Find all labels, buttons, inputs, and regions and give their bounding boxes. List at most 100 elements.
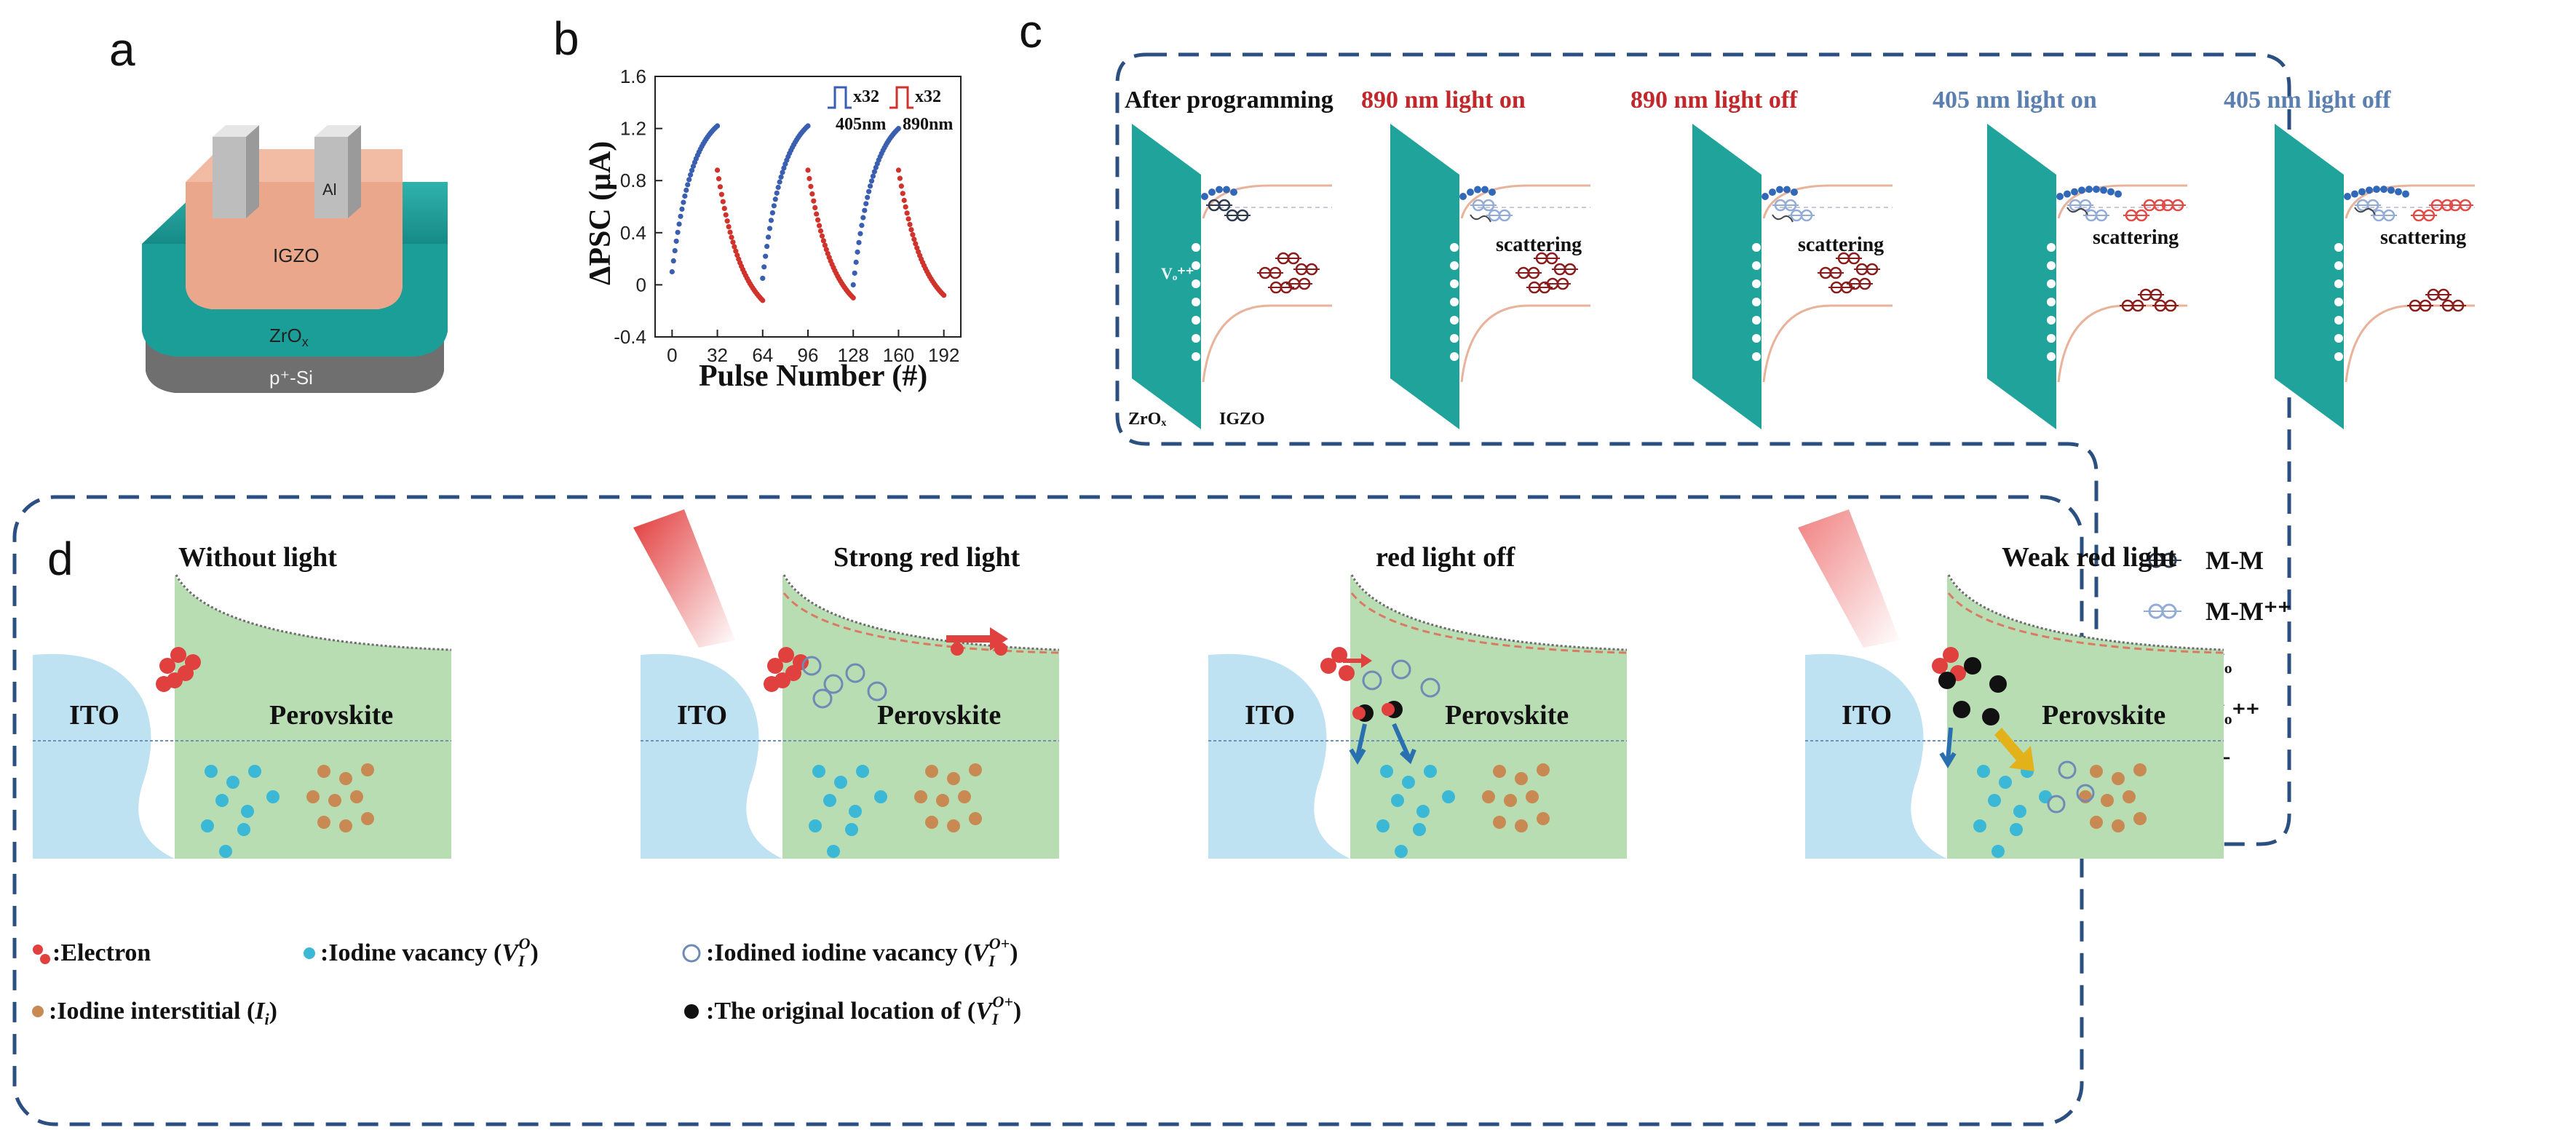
vo-pair — [2425, 288, 2452, 301]
shifted-band-edge — [1947, 592, 2224, 654]
data-point-405nm — [683, 187, 689, 194]
iodine-interstitial — [1515, 819, 1528, 832]
valence-band — [1762, 304, 1893, 383]
vacancy-site — [1450, 352, 1459, 361]
electron — [2344, 193, 2351, 200]
legend-interstitial: :Iodine interstitial (Ii) — [32, 998, 277, 1028]
data-point-890nm — [724, 218, 730, 224]
data-point-890nm — [732, 244, 737, 250]
data-point-890nm — [716, 176, 722, 182]
data-point-405nm — [714, 123, 721, 129]
down-arrow-icon — [1939, 727, 1957, 768]
iodine-vacancy — [834, 776, 847, 789]
legend-label-mm: M-M — [2206, 546, 2264, 575]
iodine-interstitial — [1537, 763, 1550, 776]
panel-b-letter: b — [553, 12, 579, 65]
y-ticks: -0.400.40.81.21.6 — [614, 65, 662, 348]
vacancy-site — [1752, 334, 1761, 343]
data-point-405nm — [868, 178, 875, 184]
data-point-405nm — [672, 247, 678, 254]
data-point-405nm — [685, 182, 691, 188]
data-point-890nm — [730, 239, 736, 245]
migration-arrow-icon — [1994, 728, 2034, 771]
vopp-pair — [2160, 199, 2186, 212]
pulse-icon-405 — [828, 86, 852, 109]
data-point-405nm — [760, 275, 766, 282]
vo-pair — [1836, 252, 1862, 265]
vo-pair — [1515, 266, 1542, 279]
data-point-890nm — [727, 229, 733, 235]
y-tick-label: 1.2 — [620, 118, 646, 140]
electron — [2056, 193, 2064, 200]
scattering-label: scattering — [2093, 226, 2179, 249]
iodine-interstitial — [2112, 819, 2125, 832]
perovskite-label: Perovskite — [1445, 700, 1569, 731]
iodine-interstitial — [350, 790, 363, 803]
vo-pair — [1818, 266, 1844, 279]
data-point-405nm — [855, 249, 860, 255]
electron — [2093, 186, 2100, 194]
iodine-vacancy — [226, 776, 239, 789]
iodined-vacancy — [845, 663, 865, 683]
dielectric-label: ZrOx — [269, 325, 309, 349]
vacancy-site — [1450, 279, 1459, 288]
data-point-890nm — [941, 293, 947, 298]
iodine-vacancy — [1999, 776, 2012, 789]
ito-label: ITO — [677, 700, 727, 731]
iodined-vacancy — [1391, 659, 1411, 680]
data-point-405nm — [670, 258, 676, 264]
electron — [951, 643, 964, 656]
iodine-vacancy — [2010, 823, 2023, 836]
vo-pair — [1552, 263, 1578, 276]
vacancy-dot-icon — [304, 947, 315, 959]
iodine-interstitial — [339, 819, 352, 832]
iodine-interstitial — [2090, 816, 2103, 829]
iodine-interstitial — [2101, 794, 2114, 807]
perovskite-label: Perovskite — [877, 700, 1001, 731]
data-point-405nm — [764, 243, 770, 250]
mmpp-pair — [1772, 199, 1799, 212]
data-point-890nm — [729, 234, 734, 240]
vacancy-site — [2047, 279, 2056, 288]
iodine-vacancy — [1413, 823, 1426, 836]
iodine-interstitial — [958, 790, 971, 803]
data-point-890nm — [807, 175, 812, 181]
panel-d-legend: :Electron :Iodine vacancy (VIO) :Iodine … — [32, 934, 1021, 1028]
data-point-890nm — [733, 248, 739, 254]
data-point-405nm — [853, 259, 859, 265]
electron — [1459, 193, 1467, 200]
data-point-405nm — [850, 282, 856, 287]
band-title-2: 890 nm light off — [1630, 87, 1798, 114]
data-point-405nm — [763, 253, 769, 259]
data-point-405nm — [857, 231, 863, 236]
vacancy-site — [2334, 279, 2343, 288]
electron — [2071, 188, 2078, 196]
electron — [793, 654, 809, 670]
chart-inset-legend: x32 x32 405nm 890nm — [828, 86, 953, 134]
iodine-interstitial — [306, 790, 320, 803]
small-arrow-icon — [1343, 653, 1372, 668]
electron — [1208, 188, 1216, 196]
data-point-405nm — [862, 207, 868, 213]
data-point-890nm — [820, 238, 826, 244]
scattering-path — [1772, 214, 1794, 223]
data-point-405nm — [673, 238, 679, 244]
iodine-vacancy — [812, 765, 825, 778]
ito-region — [1208, 653, 1350, 859]
electron — [2115, 190, 2122, 198]
down-arrow-icon — [1349, 723, 1367, 765]
electron — [2100, 186, 2107, 194]
iodine-vacancy — [237, 823, 250, 836]
x-tick-label: 96 — [798, 344, 819, 366]
vacancy-site — [1450, 243, 1459, 252]
legend-item-mmpp: M-M⁺⁺ — [2144, 597, 2291, 626]
interface-title-2: red light off — [1376, 542, 1516, 573]
iodine-vacancy — [241, 805, 254, 818]
electron — [1382, 703, 1395, 716]
iodine-interstitial — [317, 765, 330, 778]
vacancy-site — [1192, 316, 1200, 325]
